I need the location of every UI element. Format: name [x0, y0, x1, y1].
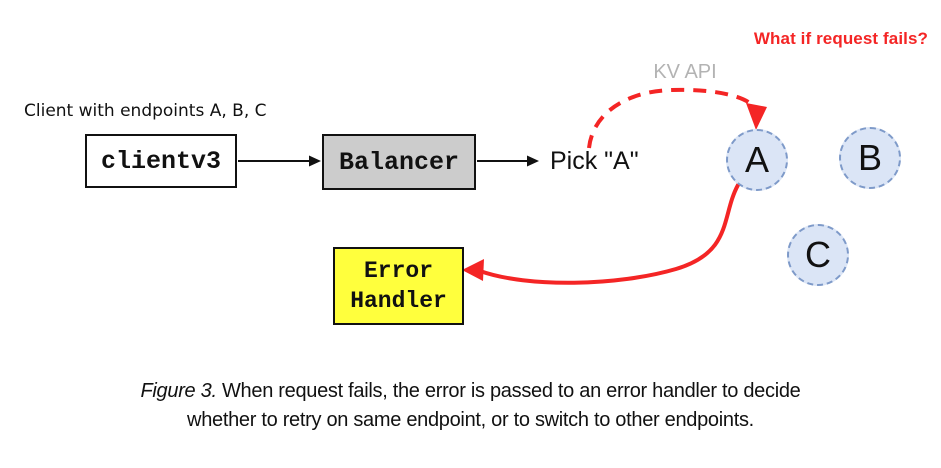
endpoint-node-c: C	[787, 224, 849, 286]
error-handler-label-line1: Error	[363, 258, 433, 284]
pick-endpoint-label: Pick "A"	[550, 147, 639, 175]
figure-caption-number: Figure 3.	[140, 380, 217, 402]
endpoint-node-c-label: C	[805, 234, 831, 275]
figure-caption-line2: whether to retry on same endpoint, or to…	[187, 409, 754, 431]
client-to-balancer-arrowhead-icon	[309, 155, 321, 167]
endpoint-node-b-label: B	[857, 137, 882, 178]
clientv3-node-label: clientv3	[100, 146, 222, 176]
figure-caption: Figure 3. When request fails, the error …	[0, 377, 941, 435]
kv-api-request-arrowhead-icon	[746, 103, 767, 130]
clientv3-node: clientv3	[85, 134, 237, 188]
client-endpoints-caption: Client with endpoints A, B, C	[24, 101, 267, 121]
kv-api-request-dashed-arrow	[587, 87, 753, 149]
endpoint-node-a-label: A	[744, 139, 769, 180]
failure-question-annotation: What if request fails?	[753, 29, 928, 48]
endpoint-node-b: B	[839, 127, 901, 189]
error-handler-label-line2: Handler	[350, 288, 447, 314]
balancer-to-pick-arrowhead-icon	[527, 155, 539, 167]
balancer-node: Balancer	[322, 134, 476, 190]
error-handler-node: Error Handler	[333, 247, 464, 325]
balancer-node-label: Balancer	[338, 147, 460, 177]
failure-arrowhead-icon	[462, 259, 484, 281]
figure-caption-line1: When request fails, the error is passed …	[216, 380, 801, 402]
endpoint-node-a: A	[726, 129, 788, 191]
kv-api-label: KV API	[653, 61, 717, 83]
failure-to-error-handler-arrow	[478, 183, 740, 285]
